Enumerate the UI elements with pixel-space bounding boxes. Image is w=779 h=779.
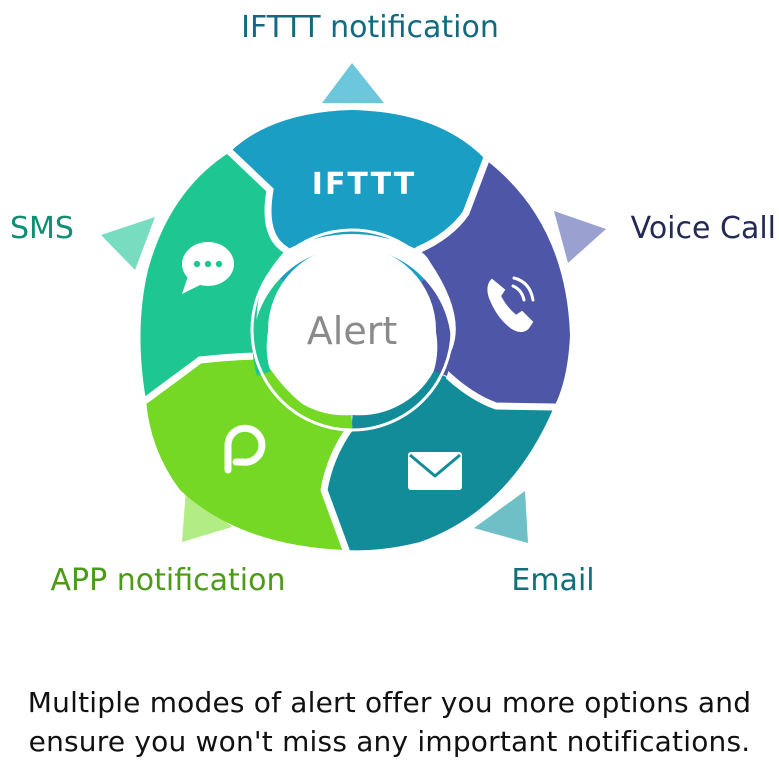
sms-label: SMS [10,211,74,246]
ifttt-logo-text: IFTTT [312,167,416,202]
sms-pointer [101,217,155,270]
phone-icon [487,276,535,332]
ifttt-notification-label: IFTTT notification [241,10,499,45]
envelope-icon [408,452,462,490]
app-notification-label: APP notification [51,563,286,598]
caption-line-1: Multiple modes of alert offer you more o… [27,686,752,719]
ifttt-pointer [322,63,384,103]
voice-pointer [554,211,606,263]
center-hub[interactable] [268,246,436,414]
app-notification-icon [224,424,266,474]
voice-call-label: Voice Call [631,211,776,246]
center-alert-label: Alert [307,309,397,353]
email-label: Email [511,563,594,598]
inner-ring-outline [250,228,454,432]
chat-bubble-icon [182,242,234,294]
ifttt-segment[interactable] [230,110,486,250]
caption-line-2: ensure you won't miss any important noti… [28,725,751,758]
email-pointer [474,491,528,543]
